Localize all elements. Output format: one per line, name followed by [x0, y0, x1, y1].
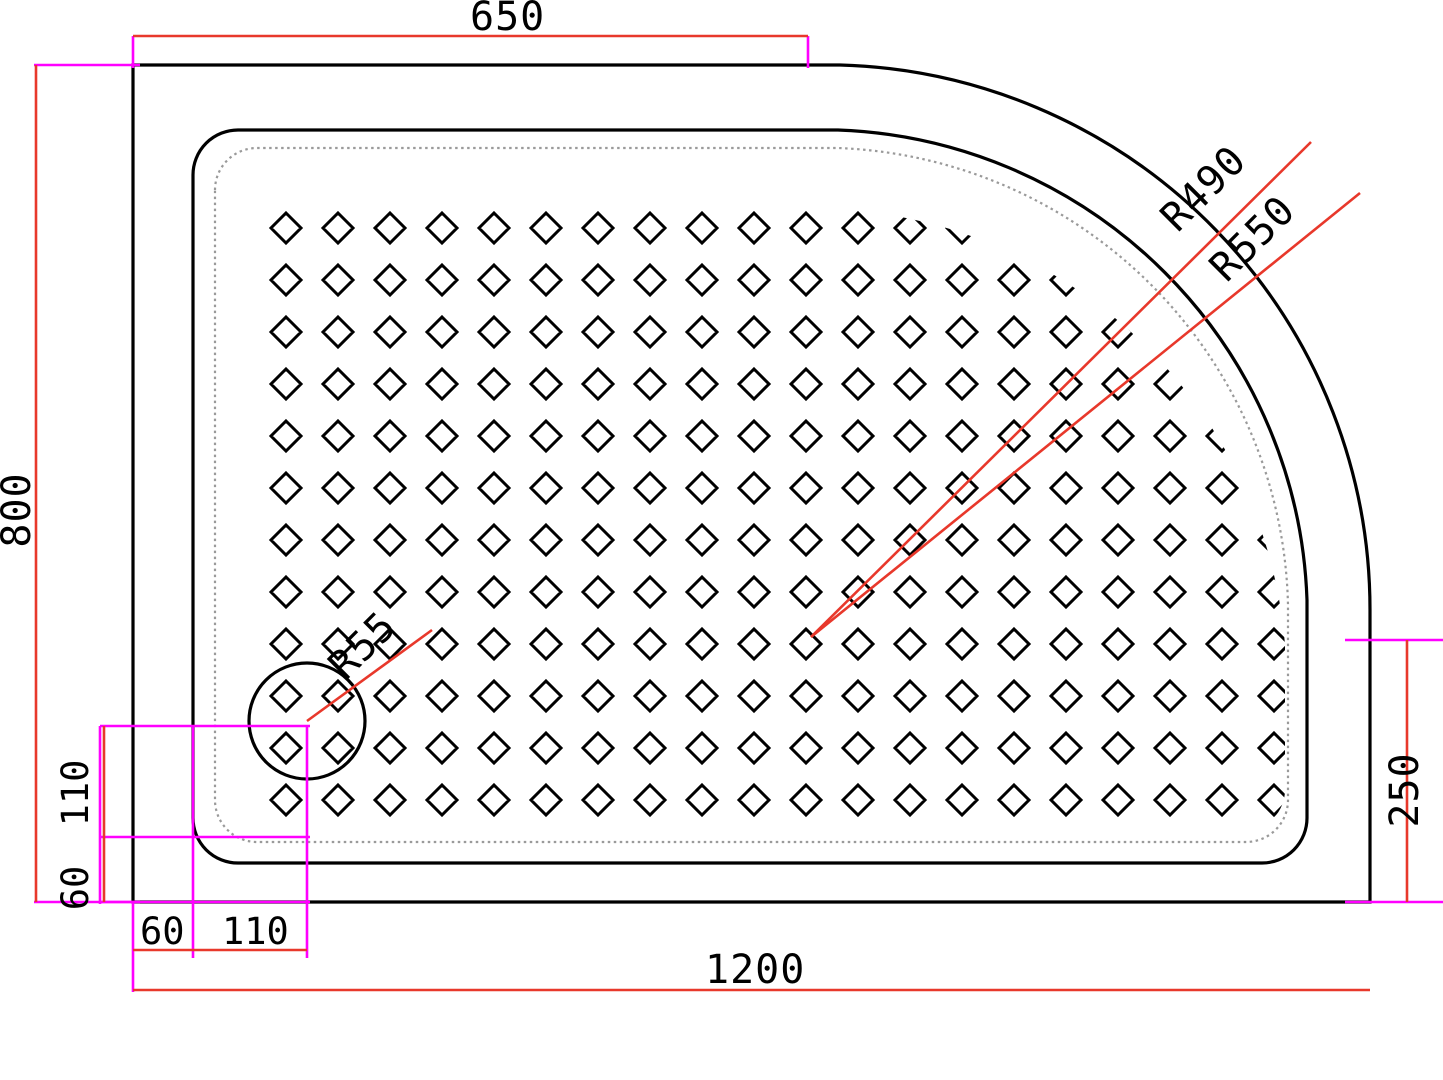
tray-hidden-offset-line [213, 146, 1290, 844]
dim-label-250: 250 [1382, 752, 1428, 827]
dim-label-60-vertical: 60 [54, 866, 97, 911]
tray-outer-outline [131, 63, 1372, 904]
dim-label-1200: 1200 [705, 947, 805, 993]
dim-label-110-vertical: 110 [54, 760, 97, 827]
dim-label-800: 800 [0, 472, 40, 547]
dimension-texts: 650 800 1200 250 110 60 60 110 [0, 0, 1428, 993]
radius-leader-lines [306, 141, 1361, 723]
dim-label-60-horizontal: 60 [140, 910, 185, 953]
dimension-lines [34, 34, 1409, 992]
dim-label-110-horizontal: 110 [222, 910, 289, 953]
tray-inner-wall [191, 128, 1309, 865]
extension-lines [34, 36, 1443, 992]
dim-label-650: 650 [470, 0, 545, 40]
